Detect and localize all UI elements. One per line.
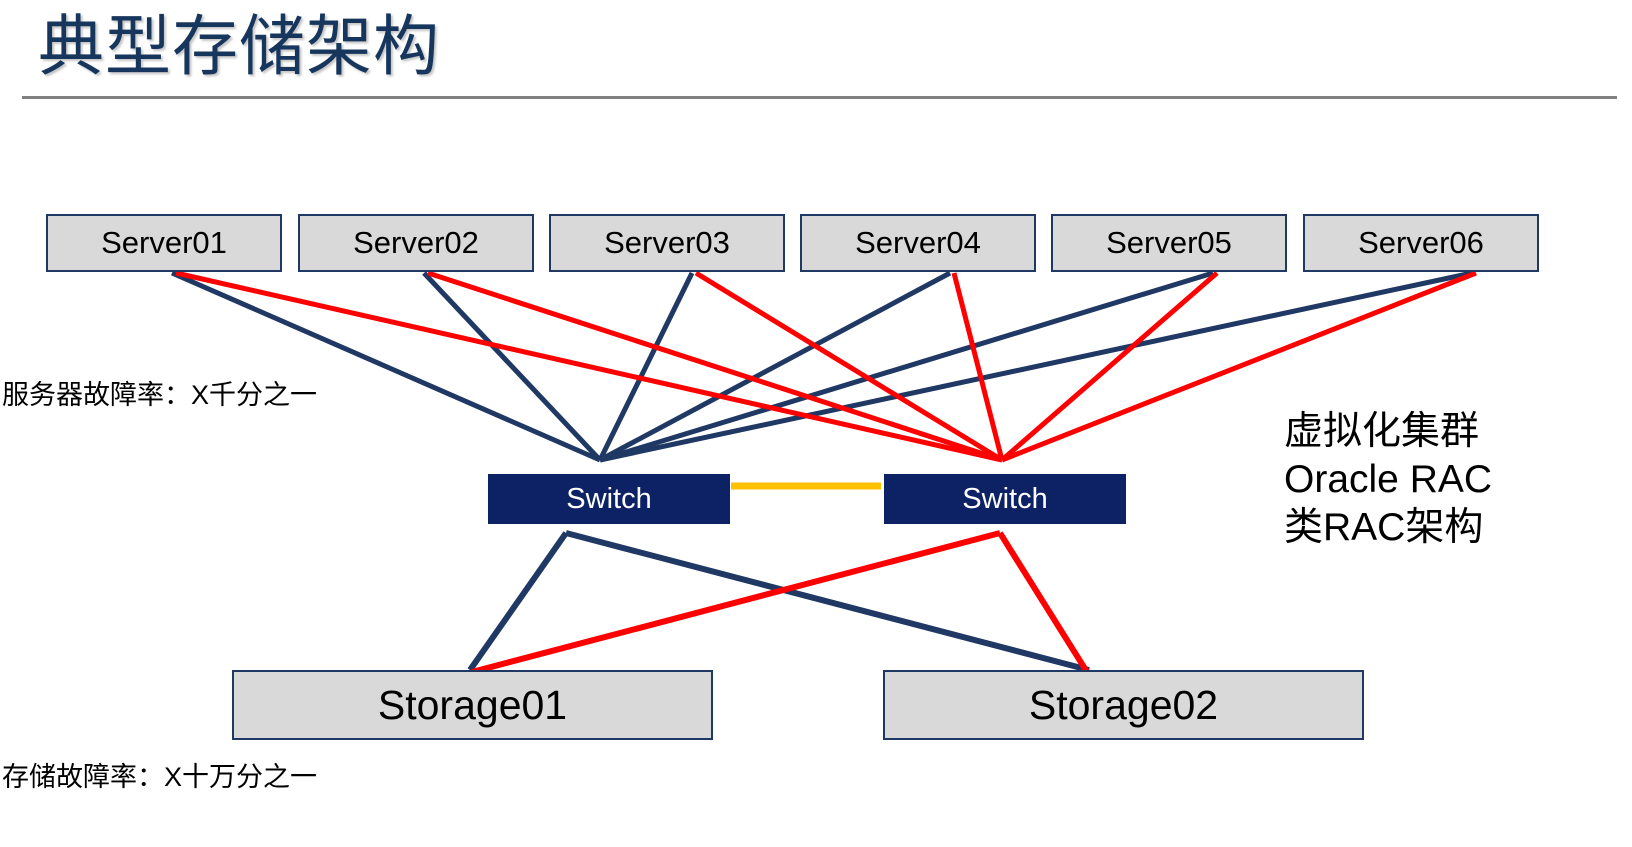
- links-servers-to-left-switch: [170, 270, 1473, 463]
- links-servers-to-right-switch: [175, 270, 1477, 463]
- cluster-note-line-1: 虚拟化集群: [1284, 410, 1480, 453]
- link-server02-left-switch: [422, 271, 602, 462]
- node-server03[interactable]: Server03: [549, 214, 785, 272]
- link-left-switch-storage01: [467, 531, 569, 672]
- server05-label: Server05: [1106, 225, 1232, 260]
- storage02-label: Storage02: [1028, 681, 1219, 728]
- link-server06-right-switch: [1001, 270, 1477, 463]
- server06-label: Server06: [1358, 225, 1484, 260]
- node-storage02[interactable]: Storage02: [883, 670, 1364, 740]
- link-server01-right-switch: [175, 270, 1003, 463]
- link-server05-right-switch: [1000, 271, 1219, 462]
- link-server06-left-switch: [599, 270, 1473, 463]
- link-right-switch-storage01: [471, 530, 1001, 675]
- link-server03-right-switch: [694, 270, 1004, 463]
- link-server04-right-switch: [951, 272, 1005, 461]
- node-switch-left[interactable]: Switch: [488, 474, 730, 524]
- links-left-switch-to-storages: [467, 530, 1090, 673]
- node-server06[interactable]: Server06: [1303, 214, 1539, 272]
- link-right-switch-storage02: [997, 531, 1090, 674]
- page-title: 典型存储架构: [38, 9, 440, 83]
- node-storage01[interactable]: Storage01: [232, 670, 713, 740]
- link-server02-right-switch: [427, 270, 1003, 463]
- node-server01[interactable]: Server01: [46, 214, 282, 272]
- link-server01-left-switch: [170, 270, 602, 463]
- link-left-switch-storage02: [565, 530, 1090, 673]
- link-server05-left-switch: [599, 270, 1214, 463]
- node-server04[interactable]: Server04: [800, 214, 1036, 272]
- switch-left-label: Switch: [566, 482, 652, 515]
- annotation-cluster-types: 虚拟化集群 Oracle RAC 类RAC架构: [1284, 408, 1492, 552]
- title-divider: [22, 96, 1617, 99]
- annotation-server-failure-rate: 服务器故障率：X千分之一: [2, 380, 318, 410]
- server02-label: Server02: [353, 225, 479, 260]
- node-server05[interactable]: Server05: [1051, 214, 1287, 272]
- annotation-storage-failure-rate: 存储故障率：X十万分之一: [2, 762, 318, 792]
- server03-label: Server03: [604, 225, 730, 260]
- server04-label: Server04: [855, 225, 981, 260]
- switch-right-label: Switch: [962, 482, 1048, 515]
- node-server02[interactable]: Server02: [298, 214, 534, 272]
- cluster-note-line-3: 类RAC架构: [1284, 506, 1484, 549]
- node-switch-right[interactable]: Switch: [884, 474, 1126, 524]
- cluster-note-line-2: Oracle RAC: [1284, 458, 1493, 501]
- storage01-label: Storage01: [377, 681, 568, 728]
- links-right-switch-to-storages: [471, 530, 1090, 675]
- link-server04-left-switch: [598, 270, 952, 463]
- server01-label: Server01: [101, 225, 227, 260]
- link-server03-left-switch: [597, 271, 695, 462]
